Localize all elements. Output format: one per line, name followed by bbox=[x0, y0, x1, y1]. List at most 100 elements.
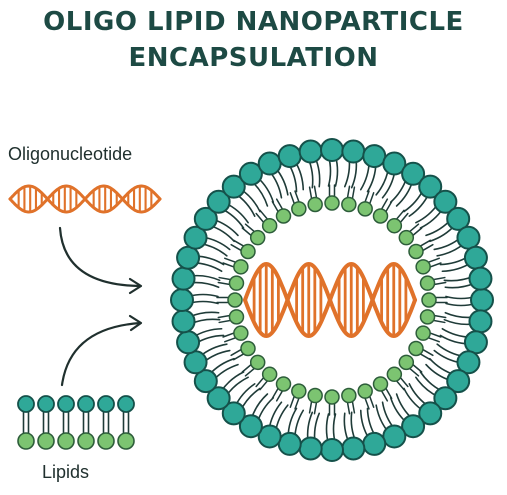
lipid-head bbox=[206, 386, 231, 411]
lipid-head bbox=[382, 424, 407, 449]
inner-lipid-head bbox=[228, 309, 245, 325]
inner-lipid-head bbox=[261, 366, 278, 383]
inner-lipid-head bbox=[117, 432, 135, 450]
curved-arrow-up-right-icon bbox=[60, 321, 142, 387]
lipid-head bbox=[183, 350, 208, 375]
lipid-head bbox=[171, 266, 196, 291]
lipid-head bbox=[277, 144, 302, 169]
lipid-head bbox=[320, 138, 344, 162]
lipid-nanoparticle bbox=[170, 138, 494, 462]
inner-lipid-head bbox=[291, 201, 307, 217]
inner-lipid-head bbox=[307, 196, 323, 213]
lipid-head bbox=[221, 174, 246, 199]
lipids-label: Lipids bbox=[42, 462, 90, 482]
inner-lipid-head bbox=[324, 389, 340, 405]
page-title: OLIGO LIPID NANOPARTICLE ENCAPSULATION bbox=[0, 4, 507, 76]
lipid-head bbox=[401, 161, 426, 186]
inner-lipid-head bbox=[261, 217, 278, 234]
inner-lipid-head bbox=[249, 229, 266, 246]
dna-strand bbox=[243, 261, 417, 339]
oligonucleotide-dna-icon bbox=[8, 184, 162, 214]
inner-lipid-head bbox=[386, 217, 403, 234]
lipid-head bbox=[37, 395, 55, 413]
inner-lipid-head bbox=[240, 340, 256, 357]
inner-lipid-head bbox=[421, 292, 437, 308]
lipid-head bbox=[446, 206, 471, 231]
arrow-head-icon bbox=[128, 277, 143, 295]
inner-lipid-head bbox=[307, 387, 323, 404]
lipid-head bbox=[57, 395, 75, 413]
lipid-head bbox=[183, 225, 208, 250]
lipid-head bbox=[456, 350, 481, 375]
inner-lipid-head bbox=[386, 366, 403, 383]
inner-lipid-head bbox=[275, 376, 292, 392]
inner-lipid-head bbox=[17, 432, 35, 450]
inner-lipid-head bbox=[228, 275, 245, 291]
inner-lipid-head bbox=[415, 325, 431, 341]
inner-lipid-head bbox=[233, 325, 249, 341]
lipid-head bbox=[193, 369, 218, 394]
inner-lipid-head bbox=[398, 354, 415, 371]
lipid-head bbox=[320, 438, 344, 462]
oligonucleotide-label: Oligonucleotide bbox=[8, 144, 133, 164]
lipid-head bbox=[418, 401, 443, 426]
lipid-head bbox=[298, 139, 323, 164]
lipid-head bbox=[257, 424, 282, 449]
inner-lipid-head bbox=[341, 387, 357, 404]
arrows bbox=[58, 226, 143, 387]
lipid-head bbox=[401, 414, 426, 439]
lipid-head bbox=[456, 225, 481, 250]
inner-lipid-head bbox=[275, 208, 292, 224]
inner-lipid-head bbox=[97, 432, 115, 450]
lipid-head bbox=[468, 266, 493, 291]
title-line-1: OLIGO LIPID NANOPARTICLE bbox=[43, 7, 464, 37]
inner-lipid-head bbox=[324, 195, 340, 211]
inner-lipid-head bbox=[37, 432, 55, 450]
lipid-head bbox=[298, 436, 323, 461]
arrow-head-icon bbox=[128, 314, 143, 332]
inner-lipid-head bbox=[419, 309, 436, 325]
inner-lipid-head bbox=[291, 383, 307, 399]
lipid-head bbox=[470, 288, 494, 312]
lipid-head bbox=[341, 436, 366, 461]
lipid-head bbox=[17, 395, 35, 413]
lipid-head bbox=[117, 395, 135, 413]
inner-lipid-head bbox=[249, 354, 266, 371]
lipid-head bbox=[97, 395, 115, 413]
lipid-bilayer-icon bbox=[17, 395, 135, 450]
lipid-head bbox=[446, 369, 471, 394]
lipid-head bbox=[176, 245, 201, 270]
curved-arrow-right-icon bbox=[58, 226, 142, 288]
inner-lipid-head bbox=[77, 432, 95, 450]
lipid-head bbox=[382, 151, 407, 176]
lipid-head bbox=[418, 174, 443, 199]
lipid-head bbox=[221, 401, 246, 426]
lipid-head bbox=[362, 431, 387, 456]
lipid-head bbox=[171, 309, 196, 334]
inner-lipid-head bbox=[240, 243, 256, 260]
lipid-head bbox=[433, 189, 458, 214]
inner-lipid-head bbox=[227, 292, 243, 308]
inner-lipid-head bbox=[372, 208, 389, 224]
inner-lipid-head bbox=[415, 259, 431, 275]
lipid-head bbox=[341, 139, 366, 164]
lipid-head bbox=[468, 309, 493, 334]
inner-lipid-head bbox=[408, 340, 424, 357]
lipid-head bbox=[193, 206, 218, 231]
inner-lipid-head bbox=[398, 229, 415, 246]
lipid-head bbox=[362, 144, 387, 169]
lipid-head bbox=[170, 288, 194, 312]
inner-lipid-head bbox=[372, 376, 389, 392]
lipid-head bbox=[463, 330, 488, 355]
lipid-head bbox=[238, 414, 263, 439]
lipid-head bbox=[277, 431, 302, 456]
inner-lipid-head bbox=[57, 432, 75, 450]
lipid-head bbox=[77, 395, 95, 413]
lipid-head bbox=[206, 189, 231, 214]
inner-lipid-head bbox=[357, 201, 373, 217]
inner-lipid-head bbox=[419, 275, 436, 291]
encapsulated-dna-icon bbox=[243, 261, 417, 339]
inner-lipid-head bbox=[341, 196, 357, 213]
lipid-head bbox=[463, 245, 488, 270]
